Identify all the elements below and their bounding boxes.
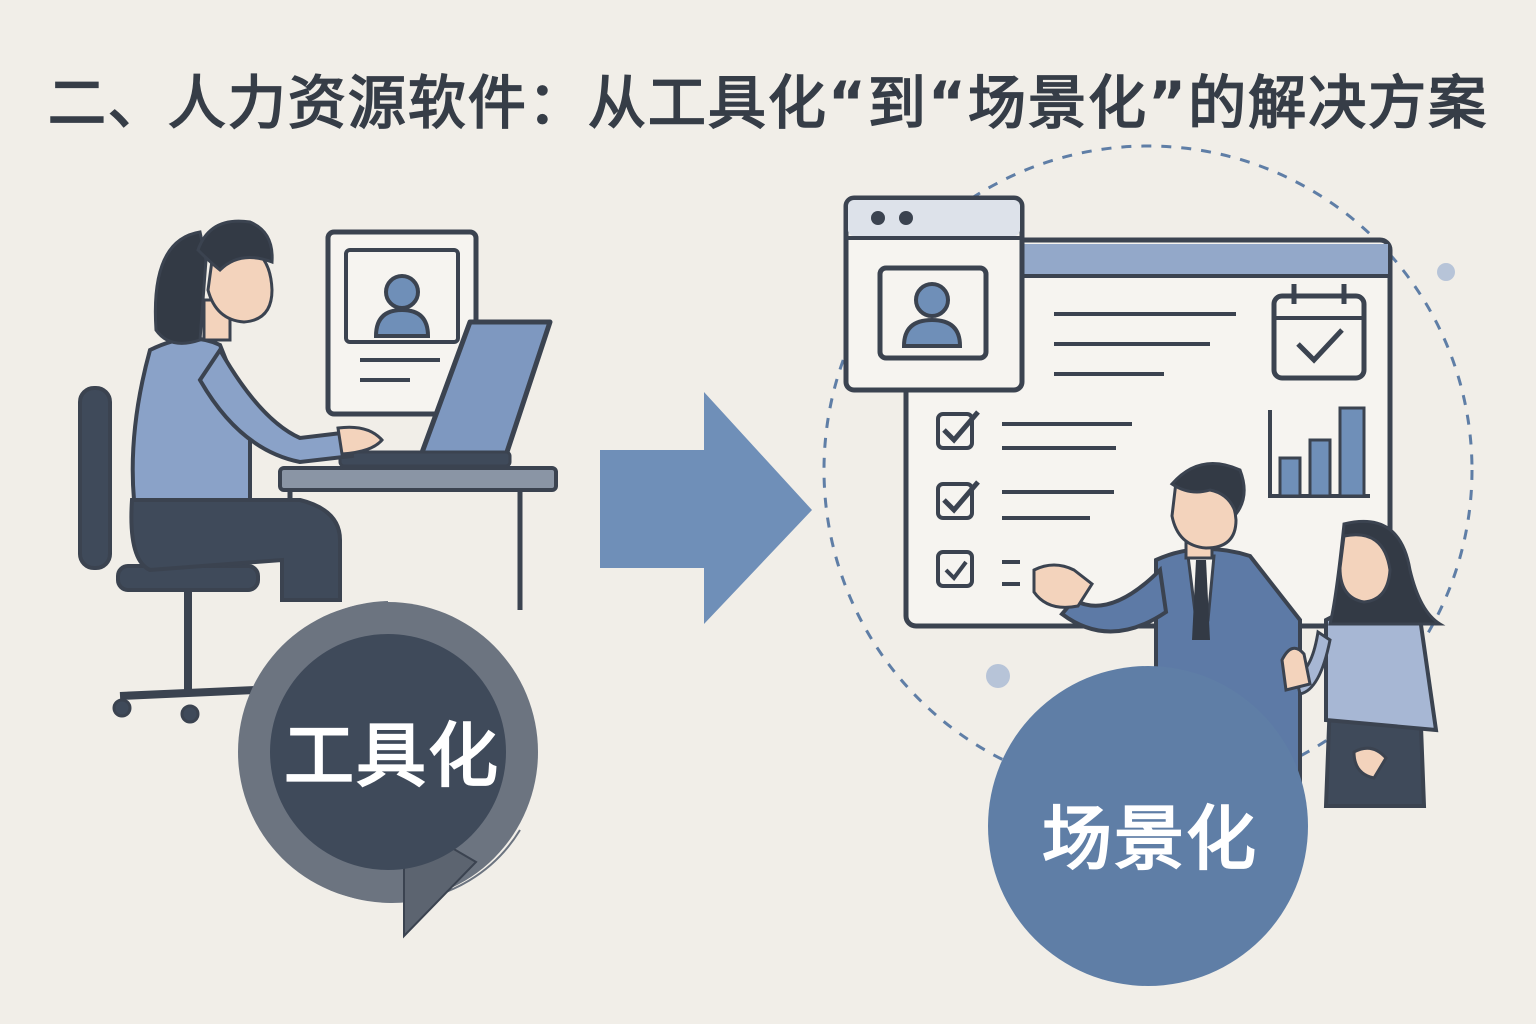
badge-scenario-label: 场景化 [1042, 798, 1258, 880]
avatar-icon [877, 265, 989, 361]
desk [278, 466, 558, 610]
badge-tooling-label: 工具化 [284, 715, 500, 797]
bar-chart-icon [1268, 406, 1370, 498]
laptop-icon [338, 319, 553, 468]
arrow-right [600, 392, 812, 624]
scene-badge [988, 666, 1308, 986]
woman-at-laptop [129, 219, 384, 602]
cycle-arrow-icon [238, 601, 538, 939]
dashboard-panel [903, 237, 1393, 629]
calendar-check-icon [1271, 284, 1367, 381]
page-title: 二、人力资源软件：从工具化“到“场景化”的解决方案 [47, 69, 1489, 137]
woman-thumbs-up [1280, 519, 1446, 808]
checklist [936, 410, 1132, 588]
